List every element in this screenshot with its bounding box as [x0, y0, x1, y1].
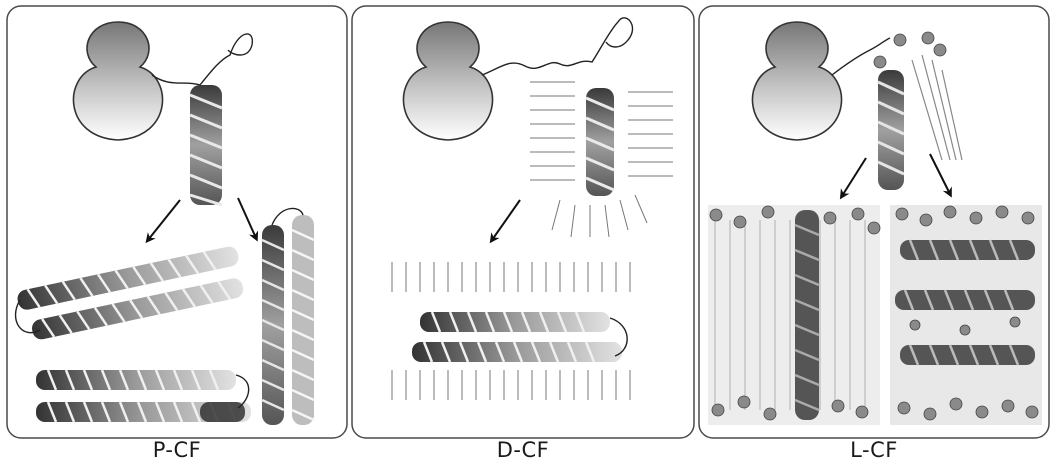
panel-label-d-cf: D-CF — [352, 438, 694, 464]
panel-label-l-cf: L-CF — [699, 438, 1049, 464]
panel-frame-d-cf — [352, 6, 694, 438]
alpha-helix-icon — [878, 70, 904, 190]
alpha-helix-icon — [190, 85, 222, 205]
membrane-block — [890, 205, 1042, 425]
membrane-block — [708, 205, 880, 425]
alpha-helix-icon — [586, 88, 614, 196]
panel-label-p-cf: P-CF — [7, 438, 347, 464]
